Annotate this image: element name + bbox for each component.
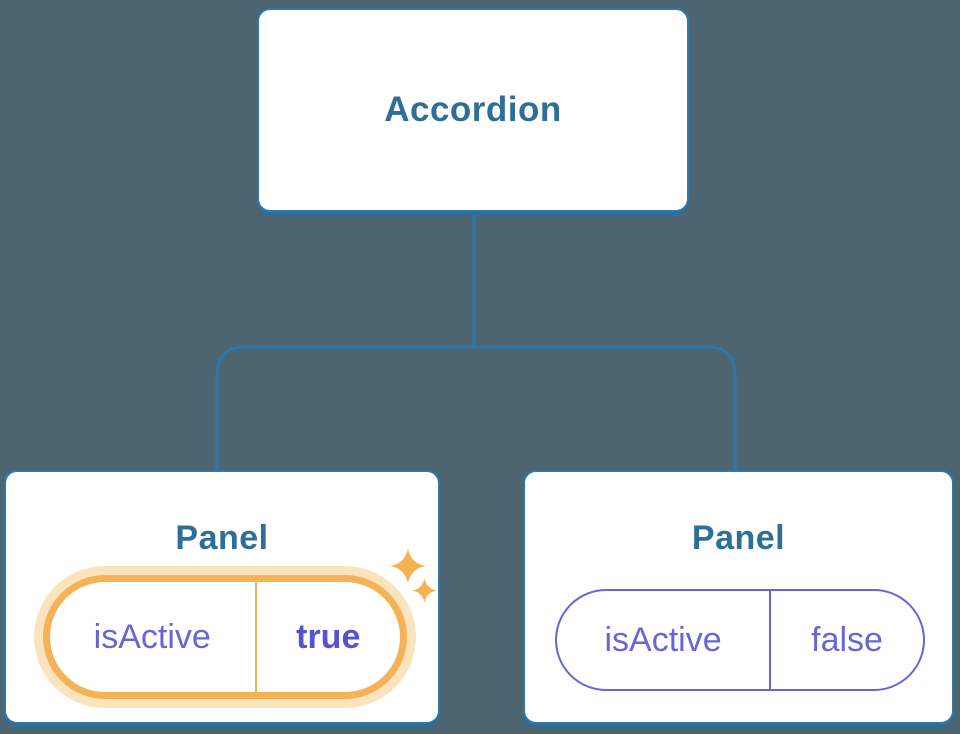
- panel-node-inactive: Panel isActive false: [523, 470, 954, 724]
- accordion-node-label: Accordion: [384, 90, 562, 129]
- prop-name: isActive: [50, 582, 257, 692]
- accordion-node: Accordion: [257, 8, 689, 212]
- panel-node-active: Panel isActive true: [4, 470, 440, 724]
- prop-name: isActive: [557, 591, 772, 689]
- prop-value: true: [296, 617, 361, 656]
- prop-pill-inactive: isActive false: [555, 589, 925, 691]
- prop-value: false: [811, 620, 883, 659]
- panel-node-label: Panel: [691, 519, 786, 557]
- sparkle-icon-small: [412, 578, 437, 603]
- panel-node-label: Panel: [175, 519, 269, 557]
- connector-branch: [215, 345, 737, 471]
- prop-pill-active: isActive true: [43, 575, 407, 699]
